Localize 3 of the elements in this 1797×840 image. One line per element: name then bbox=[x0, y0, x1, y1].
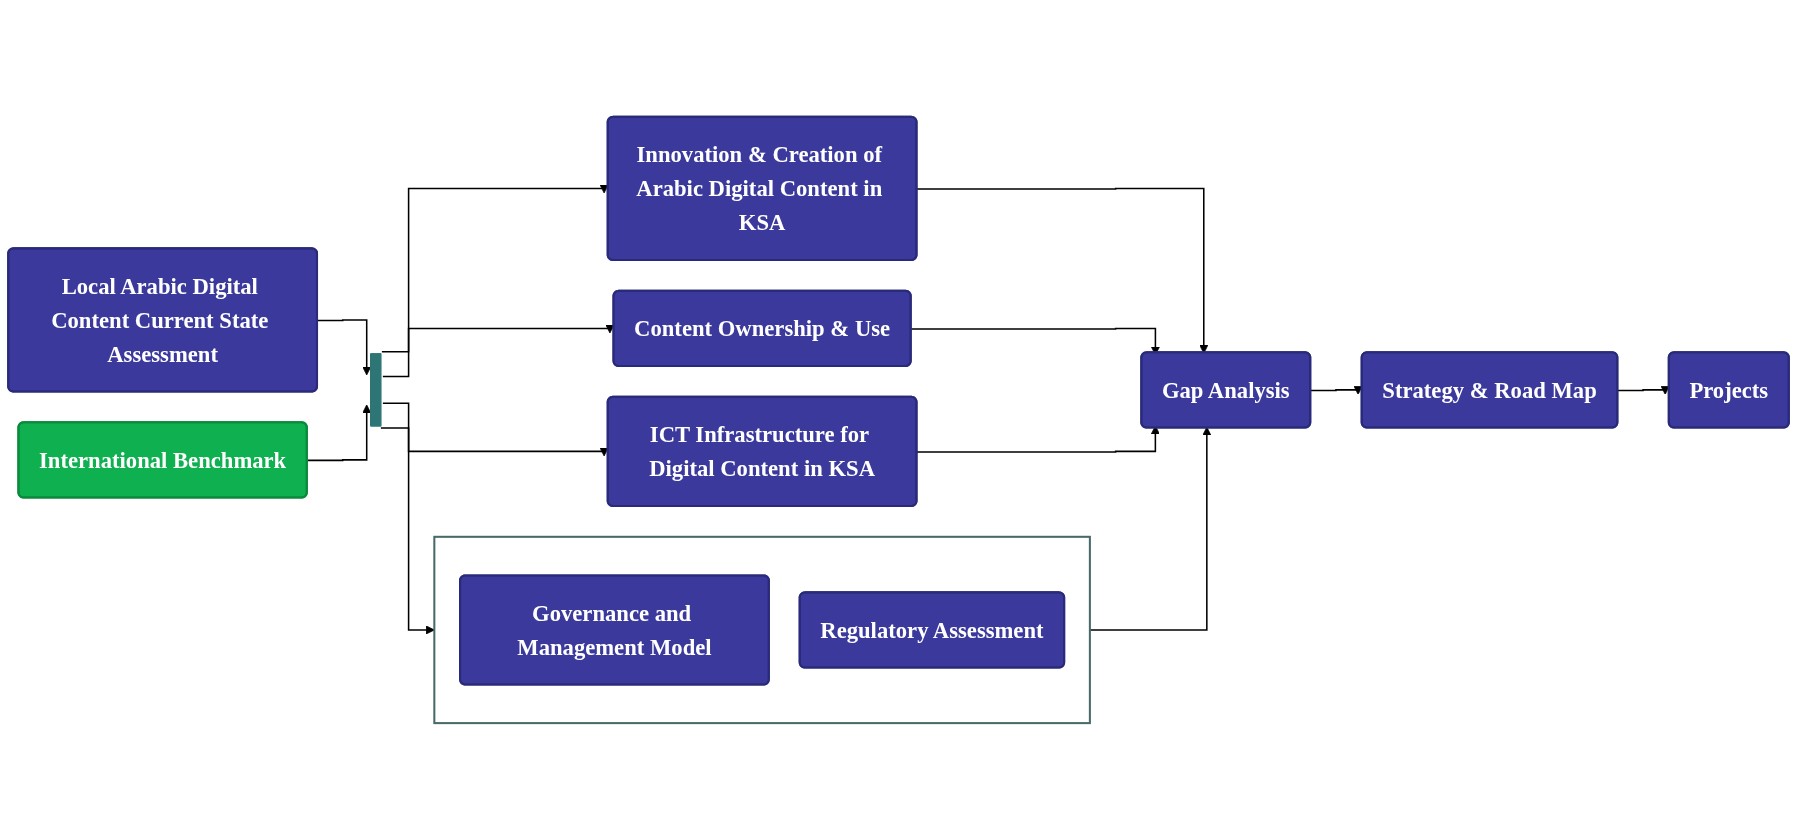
cluster bbox=[433, 535, 1091, 725]
arrow bbox=[380, 427, 435, 635]
arrow bbox=[306, 404, 372, 462]
